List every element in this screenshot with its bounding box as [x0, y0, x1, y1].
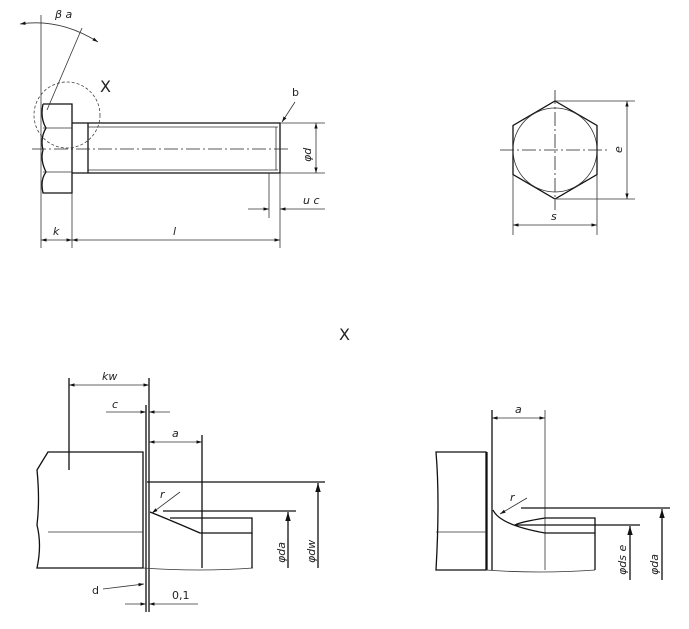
thread-end-label: b: [292, 86, 299, 99]
d-label: d: [92, 584, 99, 597]
angle-label: β a: [54, 8, 73, 21]
gap-label: 0,1: [172, 589, 190, 602]
da-label: φda: [275, 542, 288, 563]
k-label: k: [53, 225, 60, 238]
e-label: e: [612, 146, 625, 153]
diameter-label: φd: [301, 147, 314, 162]
bolt-head: [41, 103, 73, 194]
detail-right: a r φds e φda: [435, 403, 670, 580]
a-label-right: a: [515, 403, 522, 416]
detail-left: kw c a r φda φdw d 0,1: [36, 370, 325, 612]
da-label-right: φda: [648, 554, 661, 575]
dw-label: φdw: [305, 540, 318, 563]
bolt-hex-view: e s: [500, 90, 635, 235]
r-label: r: [160, 488, 166, 501]
detail-circle-x: [33, 81, 101, 149]
bolt-side-view: X β a b φd u c k l: [19, 8, 325, 248]
u-label: u c: [303, 194, 320, 207]
kw-label: kw: [102, 370, 117, 383]
length-label: l: [173, 225, 176, 238]
ds-label: φds e: [616, 545, 629, 575]
r-label-right: r: [510, 491, 516, 504]
bolt-shank: [72, 122, 281, 174]
c-label: c: [112, 398, 118, 411]
a-label: a: [172, 427, 179, 440]
detail-title: X: [339, 325, 350, 344]
detail-marker: X: [100, 77, 111, 96]
s-label: s: [551, 210, 557, 223]
